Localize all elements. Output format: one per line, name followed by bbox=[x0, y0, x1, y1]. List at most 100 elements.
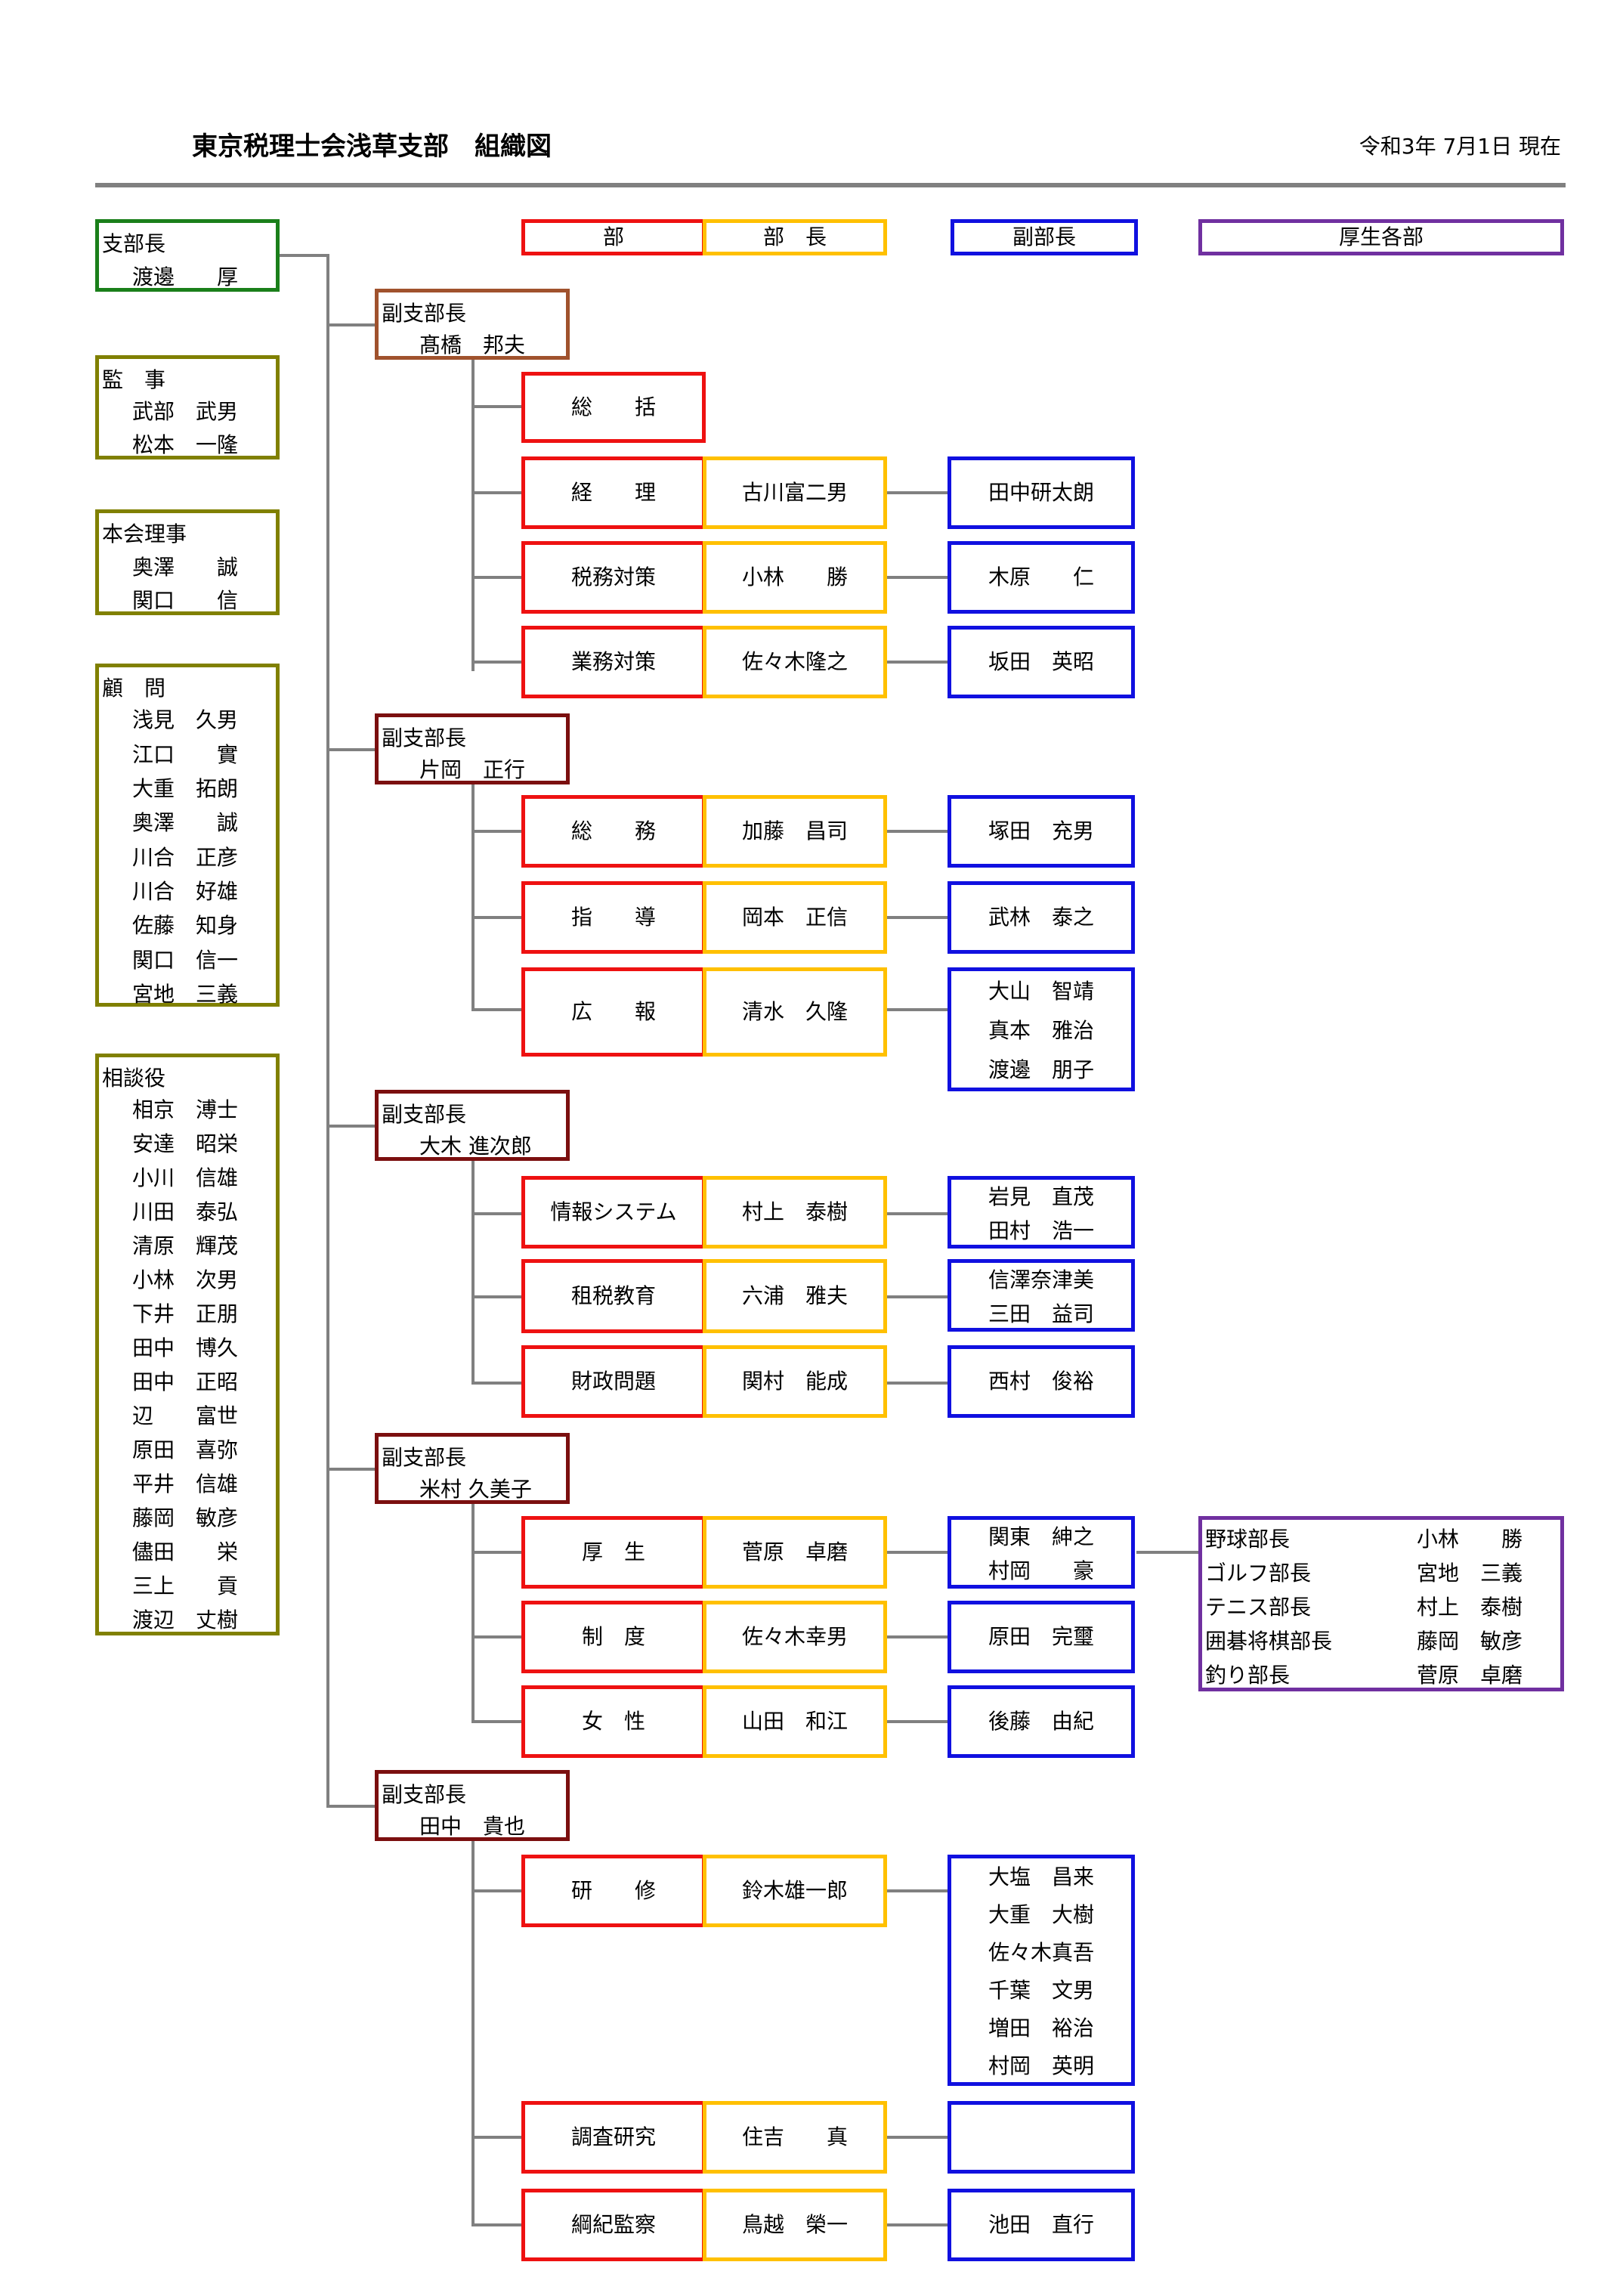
sodan-member: 原田 喜弥 bbox=[132, 1437, 239, 1462]
komon-member: 川合 好雄 bbox=[132, 879, 239, 904]
honkai-box: 本会理事 奥澤 誠 関口 信 bbox=[95, 509, 280, 615]
komon-member: 大重 拓朗 bbox=[132, 776, 239, 801]
sodan-member: 相京 溥士 bbox=[132, 1097, 239, 1122]
dept-head-box: 鳥越 榮一 bbox=[703, 2189, 887, 2261]
club-row: 囲碁将棋部長藤岡 敏彦 bbox=[1205, 1629, 1523, 1654]
vice-branch-head-2: 副支部長 片岡 正行 bbox=[375, 713, 570, 784]
sodan-member: 平井 信雄 bbox=[132, 1471, 239, 1496]
dept-box: 経 理 bbox=[521, 456, 706, 529]
legend-bucho: 部 長 bbox=[703, 219, 887, 255]
dept-head-box: 鈴木雄一郎 bbox=[703, 1855, 887, 1927]
vice-box: 岩見 直茂 田村 浩一 bbox=[948, 1176, 1135, 1249]
dept-head-box: 小林 勝 bbox=[703, 541, 887, 614]
komon-member: 宮地 三義 bbox=[132, 982, 239, 1007]
vice-box: 坂田 英昭 bbox=[948, 626, 1135, 698]
vice-box: 関東 紳之 村岡 豪 bbox=[948, 1516, 1135, 1589]
dept-head-box: 岡本 正信 bbox=[703, 881, 887, 954]
dept-box: 業務対策 bbox=[521, 626, 706, 698]
vice-box: 池田 直行 bbox=[948, 2189, 1135, 2261]
sodan-member: 渡辺 丈樹 bbox=[132, 1608, 239, 1632]
kanji-box: 監 事 武部 武男 松本 一隆 bbox=[95, 355, 280, 460]
vice-box: 武林 泰之 bbox=[948, 881, 1135, 954]
vice-box: 大山 智靖 真本 雅治 渡邊 朋子 bbox=[948, 967, 1135, 1091]
kanji-member: 武部 武男 bbox=[132, 399, 239, 424]
vice-branch-head-3: 副支部長 大木 進次郎 bbox=[375, 1090, 570, 1161]
dept-head-box: 佐々木隆之 bbox=[703, 626, 887, 698]
club-row: テニス部長村上 泰樹 bbox=[1205, 1595, 1523, 1620]
legend-bu: 部 bbox=[521, 219, 706, 255]
sodan-member: 田中 正昭 bbox=[132, 1369, 239, 1394]
dept-box: 租税教育 bbox=[521, 1259, 706, 1333]
club-row: 釣り部長菅原 卓磨 bbox=[1205, 1663, 1523, 1688]
sodan-member: 小林 次男 bbox=[132, 1267, 239, 1292]
shibucho-box: 支部長 渡邊 厚 bbox=[95, 219, 280, 292]
vice-box: 信澤奈津美 三田 益司 bbox=[948, 1259, 1135, 1332]
dept-head-box: 住吉 真 bbox=[703, 2101, 887, 2174]
sodan-member: 下井 正朋 bbox=[132, 1301, 239, 1326]
sodan-member: 安達 昭栄 bbox=[132, 1131, 239, 1156]
vice-box-empty bbox=[948, 2101, 1135, 2174]
as-of-date: 令和3年 7月1日 現在 bbox=[1359, 134, 1561, 159]
komon-label: 顧 問 bbox=[102, 676, 166, 701]
dept-box: 厚 生 bbox=[521, 1516, 706, 1589]
vice-box: 田中研太朗 bbox=[948, 456, 1135, 529]
komon-member: 奥澤 誠 bbox=[132, 810, 239, 835]
dept-box: 総 務 bbox=[521, 795, 706, 868]
sodan-member: 川田 泰弘 bbox=[132, 1199, 239, 1224]
header-rule bbox=[95, 183, 1566, 187]
honkai-label: 本会理事 bbox=[102, 521, 187, 546]
sodan-member: 辺 富世 bbox=[132, 1403, 239, 1428]
shibucho-label: 支部長 bbox=[102, 231, 166, 256]
dept-box: 総 括 bbox=[521, 372, 706, 443]
komon-member: 佐藤 知身 bbox=[132, 913, 239, 938]
vice-box: 原田 完璽 bbox=[948, 1601, 1135, 1673]
vice-box: 後藤 由紀 bbox=[948, 1685, 1135, 1758]
komon-member: 浅見 久男 bbox=[132, 707, 239, 732]
vice-box: 塚田 充男 bbox=[948, 795, 1135, 868]
dept-box: 制 度 bbox=[521, 1601, 706, 1673]
kanji-label: 監 事 bbox=[102, 367, 166, 392]
vice-box: 大塩 昌来 大重 大樹 佐々木真吾 千葉 文男 増田 裕治 村岡 英明 bbox=[948, 1855, 1135, 2086]
vice-branch-head-4: 副支部長 米村 久美子 bbox=[375, 1433, 570, 1504]
dept-box: 女 性 bbox=[521, 1685, 706, 1758]
sodan-member: 三上 貢 bbox=[132, 1573, 239, 1598]
vice-branch-head-5: 副支部長 田中 貴也 bbox=[375, 1770, 570, 1841]
honkai-member: 奥澤 誠 bbox=[132, 555, 239, 580]
dept-head-box: 古川富二男 bbox=[703, 456, 887, 529]
vice-branch-head-1: 副支部長 髙橋 邦夫 bbox=[375, 289, 570, 360]
dept-box: 調査研究 bbox=[521, 2101, 706, 2174]
legend-kosei: 厚生各部 bbox=[1198, 219, 1564, 255]
legend-fukubucho: 副部長 bbox=[951, 219, 1138, 255]
dept-box: 情報システム bbox=[521, 1176, 706, 1249]
komon-member: 川合 正彦 bbox=[132, 845, 239, 870]
sodan-member: 田中 博久 bbox=[132, 1335, 239, 1360]
sodan-member: 清原 輝茂 bbox=[132, 1233, 239, 1258]
sodan-member: 儘田 栄 bbox=[132, 1539, 239, 1564]
dept-head-box: 菅原 卓磨 bbox=[703, 1516, 887, 1589]
club-row: ゴルフ部長宮地 三義 bbox=[1205, 1561, 1523, 1586]
dept-head-box: 村上 泰樹 bbox=[703, 1176, 887, 1249]
honkai-member: 関口 信 bbox=[132, 588, 239, 613]
dept-head-box: 加藤 昌司 bbox=[703, 795, 887, 868]
sodan-member: 藤岡 敏彦 bbox=[132, 1505, 239, 1530]
dept-head-box: 山田 和江 bbox=[703, 1685, 887, 1758]
dept-box: 指 導 bbox=[521, 881, 706, 954]
sodan-label: 相談役 bbox=[102, 1066, 166, 1091]
dept-head-box: 佐々木幸男 bbox=[703, 1601, 887, 1673]
page-title: 東京税理士会浅草支部 組織図 bbox=[192, 132, 552, 162]
dept-head-box: 清水 久隆 bbox=[703, 967, 887, 1057]
dept-head-box: 関村 能成 bbox=[703, 1345, 887, 1418]
dept-box: 税務対策 bbox=[521, 541, 706, 614]
vice-box: 木原 仁 bbox=[948, 541, 1135, 614]
komon-box: 顧 問 浅見 久男 江口 實 大重 拓朗 奥澤 誠 川合 正彦 川合 好雄 佐藤… bbox=[95, 664, 280, 1007]
dept-box: 綱紀監察 bbox=[521, 2189, 706, 2261]
dept-box: 財政問題 bbox=[521, 1345, 706, 1418]
komon-member: 関口 信一 bbox=[132, 948, 239, 973]
kosei-clubs-box: 野球部長小林 勝 ゴルフ部長宮地 三義 テニス部長村上 泰樹 囲碁将棋部長藤岡 … bbox=[1198, 1516, 1564, 1691]
dept-box: 研 修 bbox=[521, 1855, 706, 1927]
vice-box: 西村 俊裕 bbox=[948, 1345, 1135, 1418]
dept-head-box: 六浦 雅夫 bbox=[703, 1259, 887, 1333]
dept-box: 広 報 bbox=[521, 967, 706, 1057]
shibucho-name: 渡邊 厚 bbox=[132, 265, 239, 289]
komon-member: 江口 實 bbox=[132, 742, 239, 767]
